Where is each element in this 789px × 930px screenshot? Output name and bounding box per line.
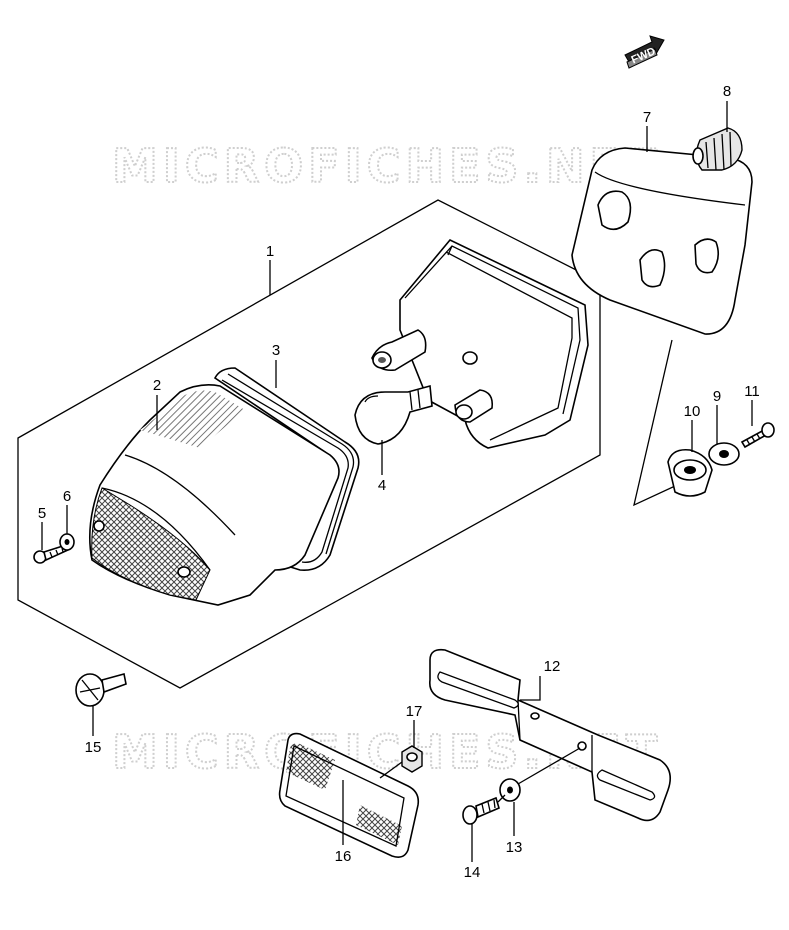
rear-cover-part	[571, 147, 753, 335]
callout-15: 15	[85, 739, 102, 756]
callout-17: 17	[406, 703, 423, 720]
lens-gasket-part	[213, 367, 360, 572]
bolt-part-15	[75, 673, 127, 707]
callout-6: 6	[63, 488, 71, 505]
callout-10: 10	[684, 403, 701, 420]
forward-direction-icon: FWD	[624, 35, 665, 69]
nut-part-17	[401, 745, 423, 773]
watermark-top: MICROFICHES.NET	[112, 139, 662, 193]
callout-2: 2	[153, 377, 161, 394]
lamp-housing-part	[371, 239, 589, 449]
license-bracket-part	[428, 648, 671, 822]
socket-grommet-part	[692, 127, 743, 171]
callout-11: 11	[744, 383, 760, 400]
callout-3: 3	[272, 342, 280, 359]
leader-lines	[41, 101, 753, 862]
callout-13: 13	[506, 839, 523, 856]
screw-part-11	[740, 422, 775, 449]
fwd-label: FWD	[630, 45, 658, 66]
callout-9: 9	[713, 388, 721, 405]
callout-14: 14	[464, 864, 481, 881]
callout-1: 1	[266, 243, 274, 260]
washer-part	[708, 442, 740, 466]
assembly-outline	[17, 199, 601, 689]
bolt-part-14	[462, 796, 500, 825]
callout-12: 12	[544, 658, 561, 675]
callout-4: 4	[378, 477, 386, 494]
callout-5: 5	[38, 505, 46, 522]
callout-7: 7	[643, 109, 651, 126]
bulb-part	[354, 384, 433, 445]
washer-part-6	[59, 533, 75, 551]
reflector-part	[278, 732, 420, 858]
callout-8: 8	[723, 83, 731, 100]
lens-part	[88, 384, 340, 606]
cover-leader	[633, 339, 689, 507]
callout-16: 16	[335, 848, 352, 865]
rubber-grommet-part	[667, 448, 713, 497]
